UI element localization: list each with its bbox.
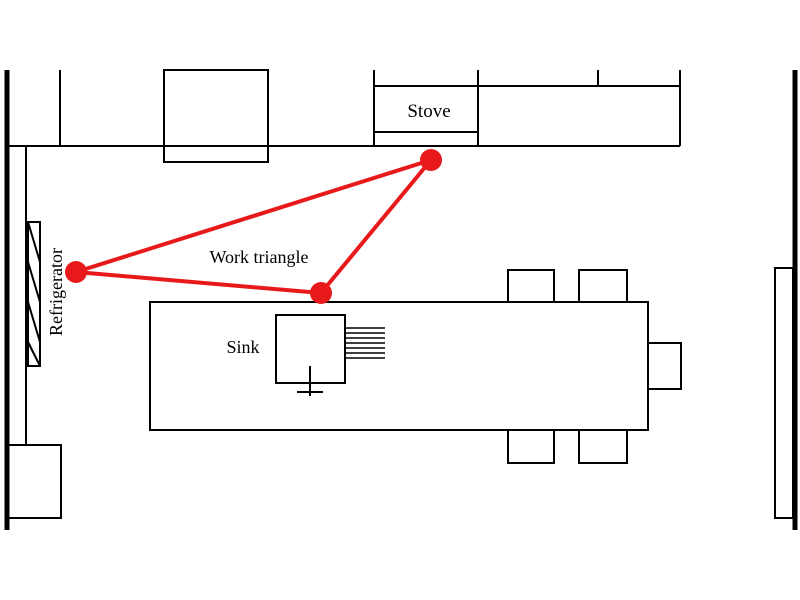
stool: [578, 429, 628, 464]
sink-label: Sink: [226, 337, 259, 357]
stool: [507, 269, 555, 303]
stool: [507, 429, 555, 464]
stove: [373, 85, 479, 147]
stool: [647, 342, 682, 390]
sink-point: [310, 282, 332, 304]
kitchen-island: [149, 301, 649, 431]
stove-label: Stove: [407, 101, 450, 122]
refrigerator-point: [65, 261, 87, 283]
work-triangle: [65, 149, 442, 304]
plan-linework: [4, 69, 798, 530]
upper-counter: [7, 69, 681, 163]
upper-cabinet: [163, 69, 269, 163]
stove-point: [420, 149, 442, 171]
refrigerator: [25, 146, 41, 445]
sink: [275, 314, 385, 396]
refrigerator-label: Refrigerator: [46, 248, 66, 336]
work-triangle-edges: [74, 158, 433, 295]
right-wall-frame: [774, 267, 794, 519]
drying-rack: [345, 327, 385, 359]
lower-left-cabinet: [6, 444, 62, 519]
work-triangle-label: Work triangle: [209, 247, 308, 267]
stool: [578, 269, 628, 303]
